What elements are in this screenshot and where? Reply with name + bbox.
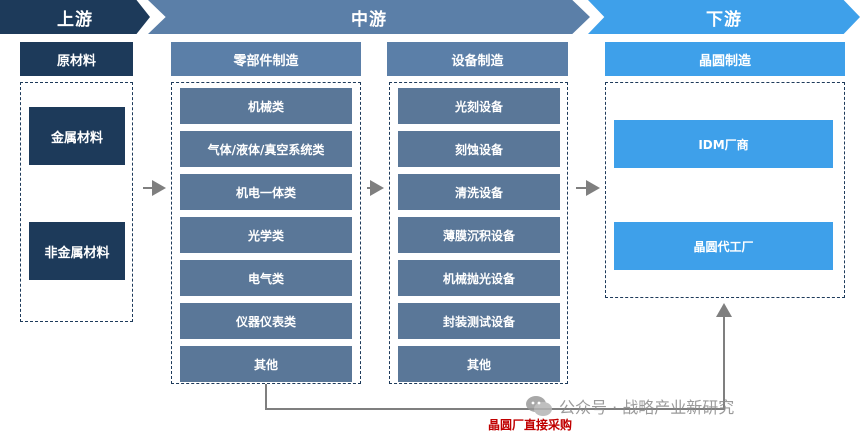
- equipment-item: 封装测试设备: [398, 303, 560, 339]
- part-item: 仪器仪表类: [180, 303, 352, 339]
- midstream-stage-label: 中游: [351, 9, 387, 30]
- part-item: 气体/液体/真空系统类: [180, 131, 352, 167]
- downstream-stage-banner: 下游: [588, 0, 860, 34]
- equipment-item: 刻蚀设备: [398, 131, 560, 167]
- parts-manufacturing-header: 零部件制造: [171, 42, 361, 76]
- part-item: 电气类: [180, 260, 352, 296]
- raw-material-item: 非金属材料: [29, 222, 125, 280]
- equipment-manufacturing-header: 设备制造: [387, 42, 568, 76]
- midstream-stage-banner: 中游: [148, 0, 590, 34]
- wechat-icon: [526, 396, 552, 416]
- part-item: 机电一体类: [180, 174, 352, 210]
- equipment-list: 光刻设备 刻蚀设备 清洗设备 薄膜沉积设备 机械抛光设备 封装测试设备 其他: [398, 88, 560, 382]
- upstream-stage-banner: 上游: [0, 0, 150, 34]
- part-item: 光学类: [180, 217, 352, 253]
- downstream-stage-label: 下游: [706, 9, 742, 30]
- raw-material-item: 金属材料: [29, 107, 125, 165]
- direct-procurement-label: 晶圆厂直接采购: [487, 418, 572, 432]
- equipment-item: 薄膜沉积设备: [398, 217, 560, 253]
- wafer-manufacturing-header: 晶圆制造: [605, 42, 845, 76]
- upstream-stage-label: 上游: [57, 9, 93, 30]
- part-item: 机械类: [180, 88, 352, 124]
- equipment-item: 其他: [398, 346, 560, 382]
- feedback-arrow: [265, 303, 732, 410]
- raw-materials-header: 原材料: [20, 42, 133, 76]
- watermark-text: 公众号 · 战略产业新研究: [559, 398, 735, 417]
- downstream-item: 晶圆代工厂: [614, 222, 833, 270]
- parts-list: 机械类 气体/液体/真空系统类 机电一体类 光学类 电气类 仪器仪表类 其他: [180, 88, 352, 382]
- equipment-item: 机械抛光设备: [398, 260, 560, 296]
- watermark: 公众号 · 战略产业新研究: [525, 393, 845, 419]
- equipment-item: 光刻设备: [398, 88, 560, 124]
- equipment-item: 清洗设备: [398, 174, 560, 210]
- downstream-item: IDM厂商: [614, 120, 833, 168]
- part-item: 其他: [180, 346, 352, 382]
